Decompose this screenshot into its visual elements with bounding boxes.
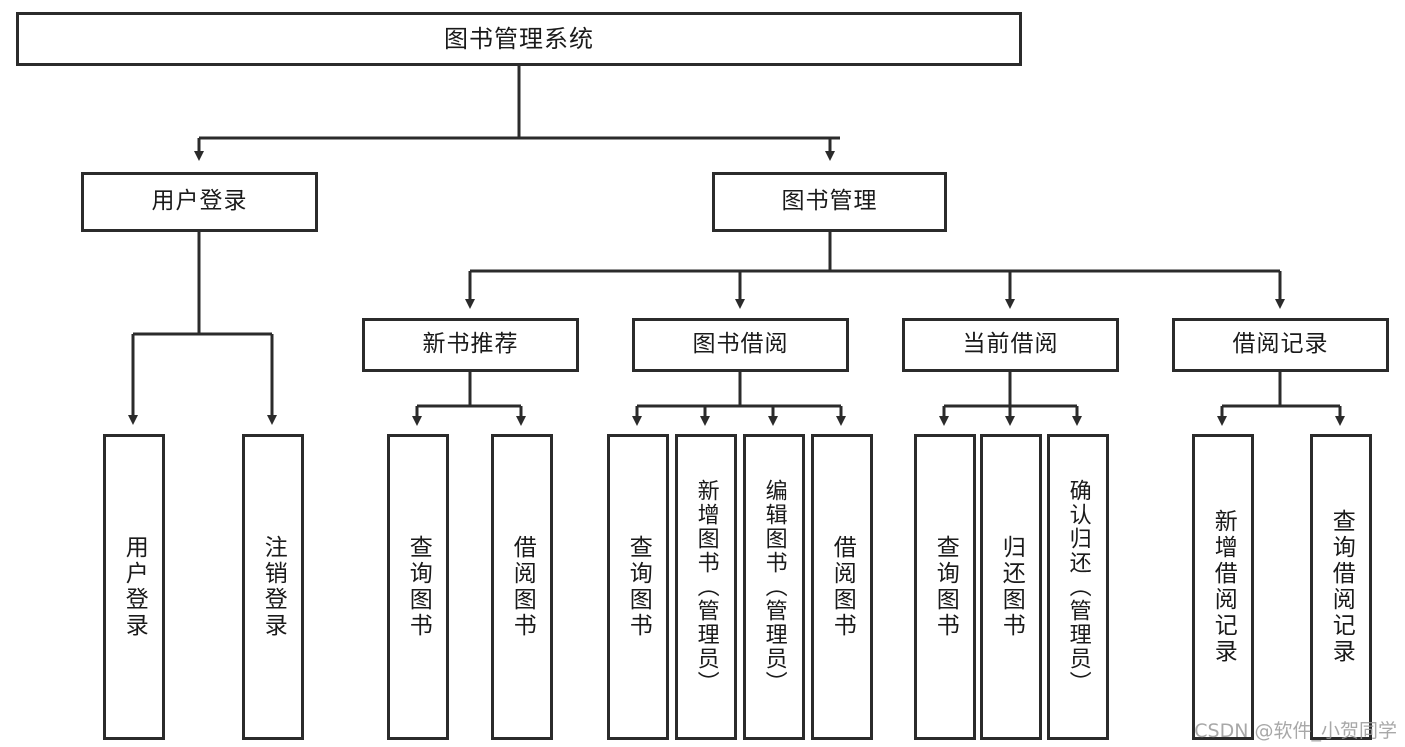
leaf-return-book[interactable]: 归还图书	[980, 434, 1042, 740]
csdn-watermark: CSDN @软件_小贺同学	[1194, 720, 1397, 742]
leaf-query-book-3[interactable]: 查询图书	[914, 434, 976, 740]
leaf-add-record[interactable]: 新增借阅记录	[1192, 434, 1254, 740]
leaf-confirm-return[interactable]: 确认归还（管理员）	[1047, 434, 1109, 740]
leaf-add-record-label: 新增借阅记录	[1210, 509, 1237, 665]
leaf-user-login-label: 用户登录	[121, 535, 148, 639]
node-book-borrow-label: 图书借阅	[692, 331, 789, 358]
node-book-borrow[interactable]: 图书借阅	[632, 318, 849, 372]
leaf-query-book-1-label: 查询图书	[405, 535, 432, 639]
leaf-logout-login-label: 注销登录	[260, 535, 287, 639]
node-user-login[interactable]: 用户登录	[81, 172, 318, 232]
leaf-query-record[interactable]: 查询借阅记录	[1310, 434, 1372, 740]
node-root-system-label: 图书管理系统	[444, 24, 594, 53]
node-borrow-record-label: 借阅记录	[1232, 331, 1329, 358]
leaf-query-book-2[interactable]: 查询图书	[607, 434, 669, 740]
leaf-logout-login[interactable]: 注销登录	[242, 434, 304, 740]
leaf-borrow-book-1-label: 借阅图书	[509, 535, 536, 639]
leaf-query-record-label: 查询借阅记录	[1328, 509, 1355, 665]
node-user-login-label: 用户登录	[151, 188, 248, 215]
leaf-query-book-3-label: 查询图书	[932, 535, 959, 639]
node-book-management-label: 图书管理	[781, 188, 878, 215]
leaf-user-login[interactable]: 用户登录	[103, 434, 165, 740]
leaf-edit-book[interactable]: 编辑图书（管理员）	[743, 434, 805, 740]
leaf-borrow-book-1[interactable]: 借阅图书	[491, 434, 553, 740]
leaf-return-book-label: 归还图书	[998, 535, 1025, 639]
node-root-system[interactable]: 图书管理系统	[16, 12, 1022, 66]
leaf-borrow-book-2[interactable]: 借阅图书	[811, 434, 873, 740]
node-new-book-recommend-label: 新书推荐	[422, 331, 519, 358]
node-new-book-recommend[interactable]: 新书推荐	[362, 318, 579, 372]
leaf-edit-book-label: 编辑图书（管理员）	[761, 479, 787, 695]
node-book-management[interactable]: 图书管理	[712, 172, 947, 232]
leaf-confirm-return-label: 确认归还（管理员）	[1065, 479, 1091, 695]
node-current-borrow-label: 当前借阅	[962, 331, 1059, 358]
node-current-borrow[interactable]: 当前借阅	[902, 318, 1119, 372]
leaf-query-book-2-label: 查询图书	[625, 535, 652, 639]
leaf-add-book-label: 新增图书（管理员）	[693, 479, 719, 695]
leaf-add-book[interactable]: 新增图书（管理员）	[675, 434, 737, 740]
leaf-query-book-1[interactable]: 查询图书	[387, 434, 449, 740]
node-borrow-record[interactable]: 借阅记录	[1172, 318, 1389, 372]
leaf-borrow-book-2-label: 借阅图书	[829, 535, 856, 639]
